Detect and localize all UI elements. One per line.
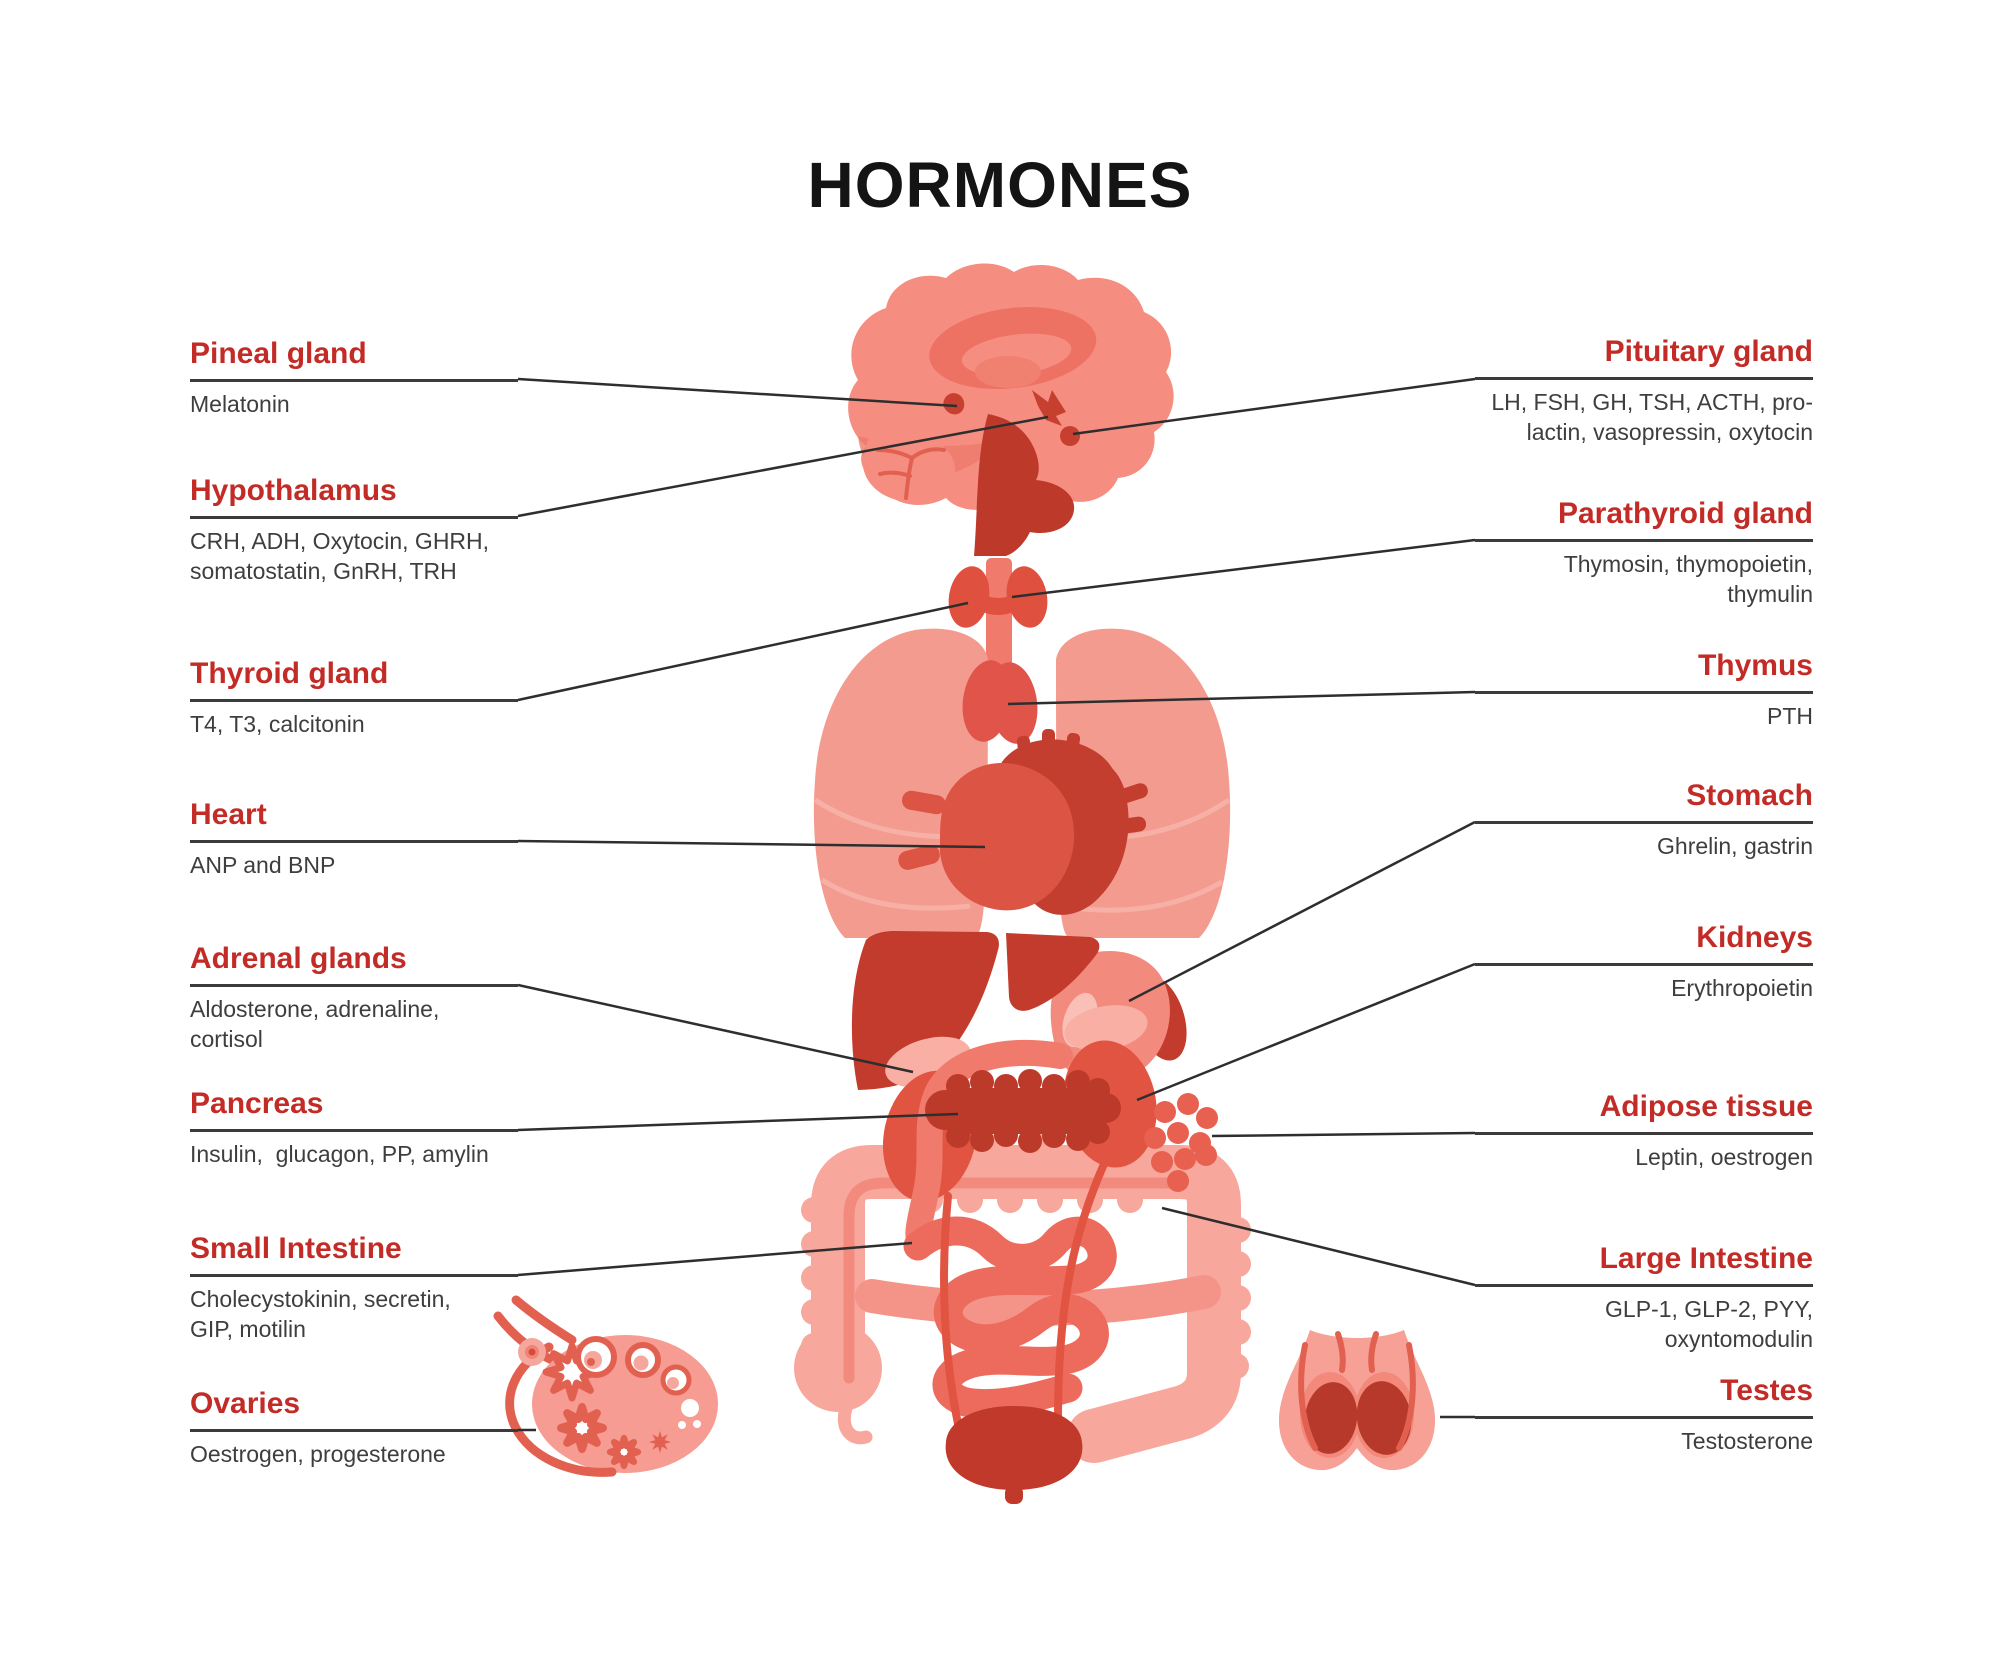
label-pituitary-gland: Pituitary gland LH, FSH, GH, TSH, ACTH, …	[1475, 333, 1813, 447]
corpus-callosum-ring	[929, 307, 1097, 389]
testes-illustration	[1278, 1330, 1436, 1471]
label-thymus: Thymus PTH	[1475, 647, 1813, 731]
organ-name: Parathyroid gland	[1475, 495, 1813, 542]
label-large-intestine: Large Intestine GLP-1, GLP-2, PYY, oxynt…	[1475, 1240, 1813, 1354]
thalamus	[975, 356, 1041, 388]
lung-fissures	[813, 797, 1231, 913]
hormones-list: PTH	[1767, 702, 1813, 729]
label-pancreas: Pancreas Insulin, glucagon, PP, amylin	[190, 1085, 518, 1169]
pancreas-shape	[925, 1069, 1121, 1153]
ovary-edge	[505, 1342, 617, 1477]
organ-name: Large Intestine	[1475, 1240, 1813, 1287]
organ-name: Adipose tissue	[1475, 1088, 1813, 1135]
appendix	[838, 1401, 873, 1445]
colon-inner-line	[843, 1177, 1184, 1384]
line-thyroid	[517, 601, 969, 702]
brainstem	[974, 414, 1075, 556]
organ-name: Small Intestine	[190, 1230, 518, 1277]
thyroid-gland-shape	[948, 566, 1048, 628]
hormones-list: T4, T3, calcitonin	[190, 710, 365, 737]
hormones-list: Insulin, glucagon, PP, amylin	[190, 1140, 489, 1167]
label-ovaries: Ovaries Oestrogen, progesterone	[190, 1385, 518, 1469]
pituitary-gland-shape	[1060, 426, 1080, 446]
organ-name: Heart	[190, 796, 518, 843]
line-heart	[517, 839, 986, 849]
line-stomach	[1128, 820, 1476, 1003]
cerebellum-veins	[876, 447, 946, 500]
adrenal-glands-shape	[885, 1005, 1148, 1088]
bladder-shape	[945, 1406, 1083, 1504]
organ-name: Adrenal glands	[190, 940, 518, 987]
line-small-intestine	[517, 1241, 913, 1277]
label-kidneys: Kidneys Erythropoietin	[1475, 919, 1813, 1003]
label-testes: Testes Testosterone	[1475, 1372, 1813, 1456]
line-pancreas	[517, 1112, 959, 1132]
brain-illustration	[848, 263, 1174, 556]
line-kidneys	[1136, 962, 1476, 1102]
follicles	[575, 1336, 692, 1396]
hormones-list: ANP and BNP	[190, 851, 336, 878]
page-title: HORMONES	[807, 149, 1193, 221]
line-parathyroid	[1011, 538, 1476, 599]
hypothalamus-shape	[1032, 390, 1066, 426]
organ-name: Ovaries	[190, 1385, 518, 1432]
line-adrenal	[517, 983, 914, 1074]
pineal-gland-shape	[943, 393, 965, 415]
ureters	[940, 1160, 1108, 1428]
organ-name: Pituitary gland	[1475, 333, 1813, 380]
large-intestine-illustration	[794, 1133, 1251, 1463]
hormones-list: Aldosterone, adrenaline, cortisol	[190, 995, 440, 1052]
hormones-list: Cholecystokinin, secretin, GIP, motilin	[190, 1285, 451, 1342]
hormones-list: Testosterone	[1681, 1427, 1813, 1454]
label-pineal-gland: Pineal gland Melatonin	[190, 335, 518, 419]
organ-name: Testes	[1475, 1372, 1813, 1419]
hormones-list: GLP-1, GLP-2, PYY, oxyntomodulin	[1605, 1295, 1813, 1352]
hormones-list: Erythropoietin	[1671, 974, 1813, 1001]
label-adrenal-glands: Adrenal glands Aldosterone, adrenaline, …	[190, 940, 518, 1054]
organ-name: Pancreas	[190, 1085, 518, 1132]
line-pituitary	[1072, 377, 1476, 436]
line-large-intestine	[1161, 1206, 1476, 1287]
hormones-list: Leptin, oestrogen	[1635, 1143, 1813, 1170]
label-adipose-tissue: Adipose tissue Leptin, oestrogen	[1475, 1088, 1813, 1172]
label-parathyroid-gland: Parathyroid gland Thymosin, thymopoietin…	[1475, 495, 1813, 609]
hormones-list: Oestrogen, progesterone	[190, 1440, 446, 1467]
organ-name: Kidneys	[1475, 919, 1813, 966]
cecum	[794, 1324, 882, 1412]
hormones-list: CRH, ADH, Oxytocin, GHRH, somatostatin, …	[190, 527, 490, 584]
adipose-tissue-shape	[1144, 1093, 1218, 1192]
organ-name: Thymus	[1475, 647, 1813, 694]
label-small-intestine: Small Intestine Cholecystokinin, secreti…	[190, 1230, 518, 1344]
hormones-list: Melatonin	[190, 390, 290, 417]
liver-illustration	[851, 931, 1100, 1090]
hormones-list: LH, FSH, GH, TSH, ACTH, pro- lactin, vas…	[1491, 388, 1813, 445]
organ-name: Hypothalamus	[190, 472, 518, 519]
organ-name: Stomach	[1475, 777, 1813, 824]
label-thyroid-gland: Thyroid gland T4, T3, calcitonin	[190, 655, 518, 739]
label-heart: Heart ANP and BNP	[190, 796, 518, 880]
heart-illustration	[898, 729, 1148, 915]
epididymis-lines	[1298, 1331, 1416, 1451]
line-hypothalamus	[517, 415, 1049, 518]
organ-name: Thyroid gland	[190, 655, 518, 702]
line-pineal	[517, 377, 958, 408]
line-adipose	[1211, 1131, 1476, 1138]
hormones-list: Ghrelin, gastrin	[1657, 832, 1813, 859]
label-stomach: Stomach Ghrelin, gastrin	[1475, 777, 1813, 861]
ovary-illustration	[493, 1295, 718, 1477]
connector-lines	[517, 377, 1476, 1432]
hormones-list: Thymosin, thymopoietin, thymulin	[1563, 550, 1813, 607]
organ-name: Pineal gland	[190, 335, 518, 382]
label-hypothalamus: Hypothalamus CRH, ADH, Oxytocin, GHRH, s…	[190, 472, 518, 586]
line-thymus	[1007, 690, 1476, 706]
